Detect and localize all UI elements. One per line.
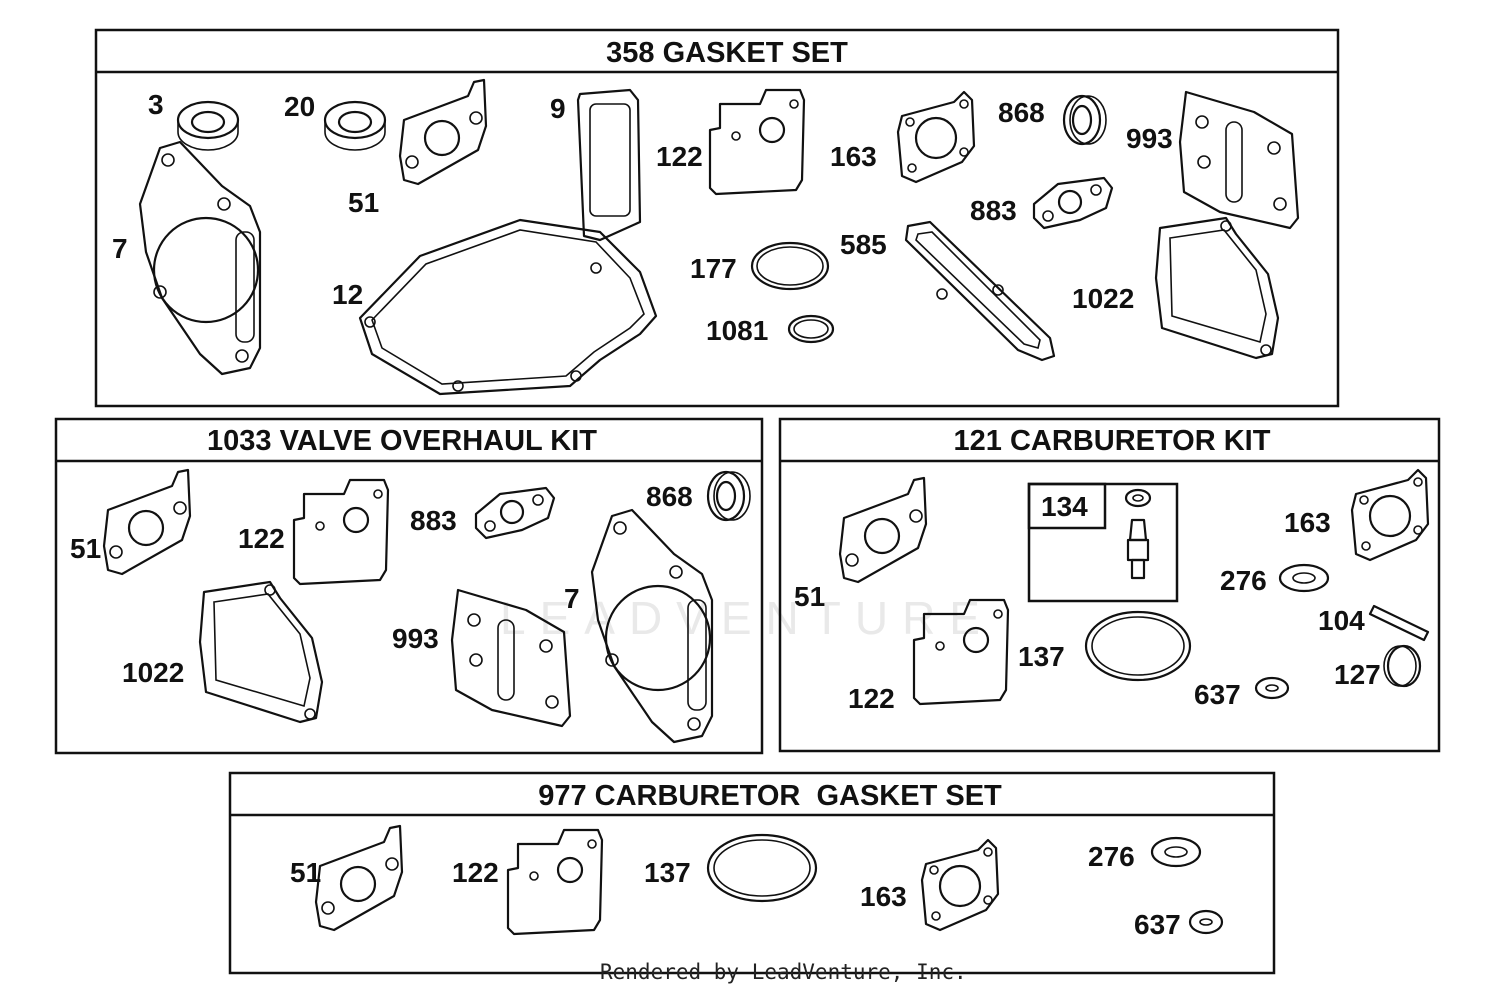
part-needle-valve	[1124, 488, 1152, 580]
render-credit: Rendered by LeadVenture, Inc.	[600, 960, 967, 984]
part-carb-gasket-163	[896, 90, 976, 184]
part-plate-122	[708, 88, 806, 196]
part-label: 51	[70, 533, 101, 564]
part-label: 51	[348, 187, 379, 218]
part-seal-868	[706, 470, 752, 522]
part-oring-1081	[787, 314, 835, 344]
part-label: 127	[1334, 659, 1381, 690]
part-label: 993	[392, 623, 439, 654]
part-intake-883	[1032, 176, 1114, 230]
part-label: 20	[284, 91, 315, 122]
part-label: 883	[970, 195, 1017, 226]
section-title: 1033 VALVE OVERHAUL KIT	[207, 425, 597, 457]
part-label: 177	[690, 253, 737, 284]
part-label: 134	[1041, 491, 1088, 522]
part-strip-gasket-585	[904, 220, 1056, 362]
part-flange-51	[838, 476, 928, 584]
part-carb-gasket-163	[1350, 468, 1430, 562]
part-label: 12	[332, 279, 363, 310]
section-title: 977 CARBURETOR GASKET SET	[538, 780, 1002, 812]
part-oring-177	[750, 241, 830, 291]
part-oring-137	[706, 833, 818, 903]
part-cover-gasket-1022	[198, 580, 324, 724]
part-valve-cover-993	[1178, 90, 1300, 230]
part-label: 137	[644, 857, 691, 888]
part-breather-gasket-9	[576, 88, 642, 242]
part-label: 122	[238, 523, 285, 554]
part-label: 122	[452, 857, 499, 888]
part-label: 637	[1134, 909, 1181, 940]
part-label: 637	[1194, 679, 1241, 710]
part-label: 163	[830, 141, 877, 172]
part-washer-637	[1188, 909, 1224, 935]
part-bearing-3	[176, 100, 240, 152]
part-label: 104	[1318, 605, 1365, 636]
watermark: LEADVENTURE	[500, 592, 994, 644]
part-label: 1081	[706, 315, 768, 346]
part-flange-51	[398, 78, 488, 186]
part-label: 163	[860, 881, 907, 912]
part-seal-868	[1062, 94, 1108, 146]
part-label: 868	[646, 481, 693, 512]
part-plug-127	[1383, 644, 1422, 688]
part-label: 1022	[122, 657, 184, 688]
section-gasket-set: 358 GASKET SET	[94, 28, 1340, 408]
part-label: 7	[112, 233, 128, 264]
part-pin-104	[1368, 604, 1430, 642]
part-label: 163	[1284, 507, 1331, 538]
section-carburetor-kit: 121 CARBURETOR KIT	[778, 417, 1441, 753]
part-washer-637	[1254, 676, 1290, 700]
part-label: 122	[848, 683, 895, 714]
part-label: 3	[148, 89, 164, 120]
part-intake-883	[474, 486, 556, 540]
part-label: 122	[656, 141, 703, 172]
part-label: 9	[550, 93, 566, 124]
part-label: 868	[998, 97, 1045, 128]
part-flange-51	[314, 824, 404, 932]
section-carburetor-gasket-set: 977 CARBURETOR GASKET SET 51 122 137 163…	[228, 771, 1276, 975]
part-label: 585	[840, 229, 887, 260]
part-label: 1022	[1072, 283, 1134, 314]
part-plate-122	[292, 478, 390, 586]
part-label: 51	[794, 581, 825, 612]
part-label: 137	[1018, 641, 1065, 672]
part-label: 276	[1088, 841, 1135, 872]
part-bearing-20	[323, 100, 387, 152]
section-valve-overhaul-kit: 1033 VALVE OVERHAUL KIT 51 122 883 868 7…	[54, 417, 764, 755]
part-label: 51	[290, 857, 321, 888]
part-cylinder-head-gasket	[138, 140, 262, 376]
part-flange-51	[102, 468, 192, 576]
section-title: 121 CARBURETOR KIT	[954, 425, 1271, 457]
part-cover-gasket-1022	[1154, 216, 1280, 360]
part-plate-122	[506, 828, 604, 936]
part-label: 883	[410, 505, 457, 536]
part-washer-276	[1278, 563, 1330, 593]
part-label: 993	[1126, 123, 1173, 154]
part-oring-137	[1084, 610, 1192, 682]
part-label: 7	[564, 583, 580, 614]
part-carb-gasket-163	[920, 838, 1000, 932]
part-washer-276	[1150, 836, 1202, 868]
section-title: 358 GASKET SET	[606, 37, 848, 69]
part-crankcase-gasket-12	[358, 218, 658, 396]
part-label: 276	[1220, 565, 1267, 596]
